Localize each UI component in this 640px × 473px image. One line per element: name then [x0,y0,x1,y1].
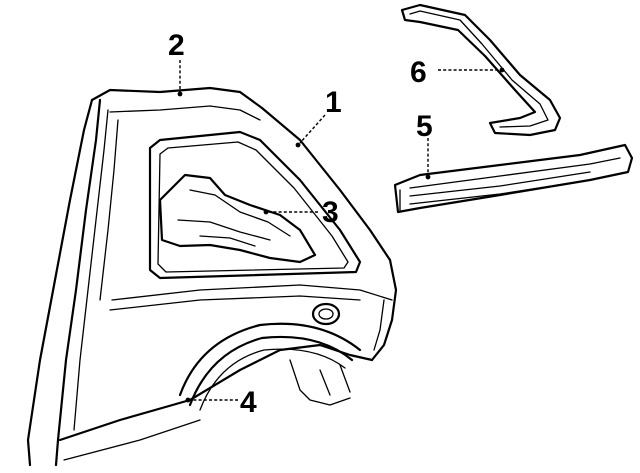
callout-4: 4 [240,386,257,419]
callout-1: 1 [325,86,342,119]
callout-2: 2 [168,29,185,62]
rear-inner-structure [289,359,351,406]
quarter-panel-outer [26,86,398,467]
wheel-arch-part-4 [178,322,362,411]
window-trim-part-6 [400,3,562,137]
callout-6: 6 [410,56,427,89]
callout-5: 5 [416,110,433,143]
callout-3: 3 [322,196,339,229]
leader-lines [177,60,505,403]
fuel-door [311,302,341,326]
inner-bracket-part-3 [158,173,317,264]
molding-strip-part-5 [393,143,634,214]
quarter-window-opening [148,130,362,280]
